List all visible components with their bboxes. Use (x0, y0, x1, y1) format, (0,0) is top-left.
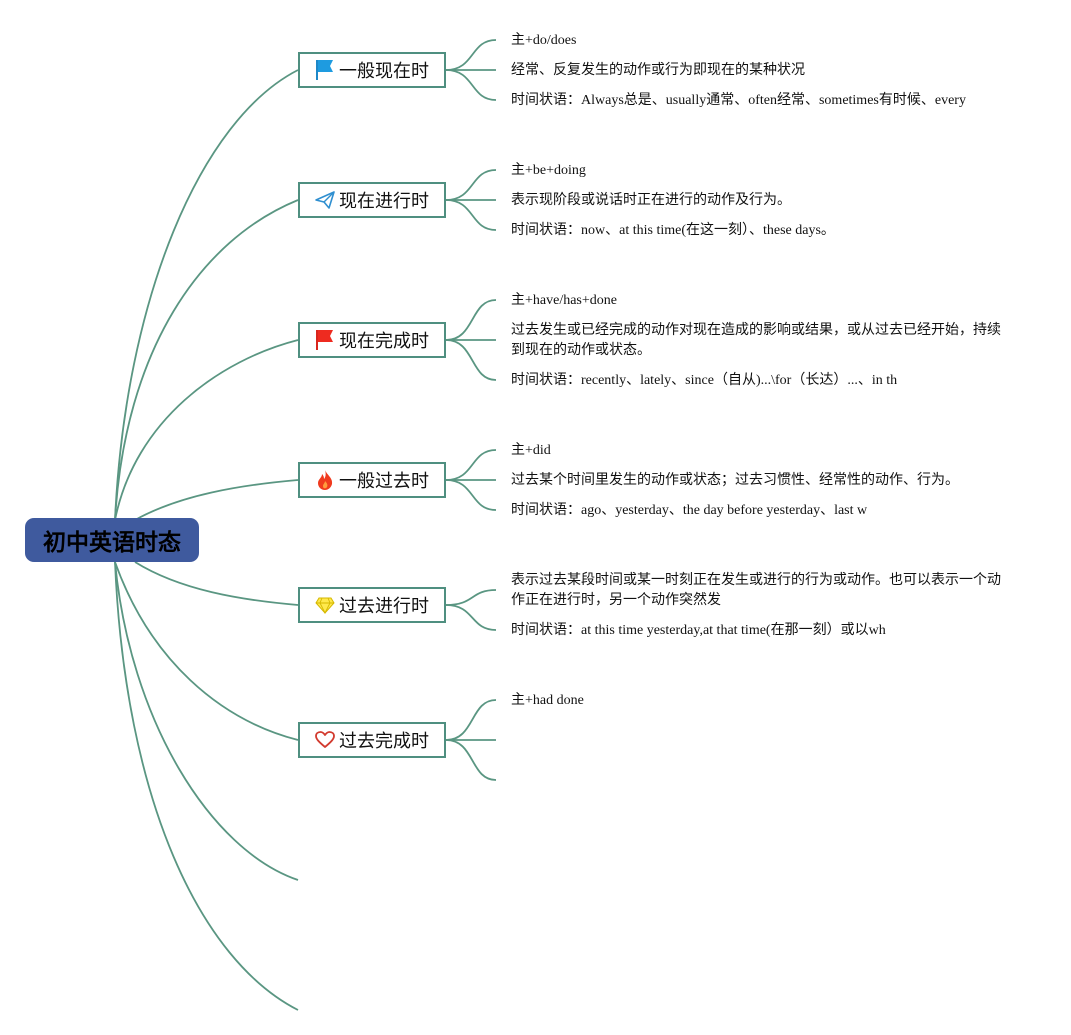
subtopic-item[interactable]: 过去某个时间里发生的动作或状态；过去习惯性、经常性的动作、行为。 (511, 473, 959, 488)
heart-icon (315, 729, 335, 751)
paper-plane-icon (315, 189, 335, 211)
topic-label: 一般现在时 (339, 61, 429, 82)
topic-present-simple[interactable]: 一般现在时 (298, 52, 446, 88)
subtopic-item[interactable]: 过去发生或已经完成的动作对现在造成的影响或结果，或从过去已经开始，持续到现在的动… (511, 323, 1001, 358)
topic-present-perfect[interactable]: 现在完成时 (298, 322, 446, 358)
diamond-icon (315, 594, 335, 616)
subtopic-item[interactable]: 时间状语：Always总是、usually通常、often经常、sometime… (511, 93, 966, 108)
subtopic-item[interactable]: 主+be+doing (511, 163, 586, 178)
topic-label: 过去进行时 (339, 596, 429, 617)
subtopic-item[interactable]: 时间状语：ago、yesterday、the day before yester… (511, 503, 868, 518)
topic-past-simple[interactable]: 一般过去时 (298, 462, 446, 498)
subtopic-item[interactable]: 时间状语：now、at this time(在这一刻）、these days。 (511, 223, 835, 238)
topic-label: 现在完成时 (339, 331, 429, 352)
subtopic-item[interactable]: 主+had done (511, 693, 584, 708)
subtopic-item[interactable]: 时间状语：recently、lately、since（自从)...\for（长达… (511, 373, 898, 388)
subtopic-item[interactable]: 主+do/does (511, 33, 577, 48)
topic-label: 现在进行时 (339, 191, 429, 212)
subtopic-item[interactable]: 主+have/has+done (511, 293, 617, 308)
topic-label: 一般过去时 (339, 471, 429, 492)
red-flag-icon (315, 329, 335, 351)
subtopic-item[interactable]: 经常、反复发生的动作或行为即现在的某种状况 (511, 63, 805, 78)
subtopic-item[interactable]: 主+did (511, 443, 551, 458)
blue-flag-icon (315, 59, 335, 81)
topic-past-perfect[interactable]: 过去完成时 (298, 722, 446, 758)
topic-present-continuous[interactable]: 现在进行时 (298, 182, 446, 218)
topic-past-continuous[interactable]: 过去进行时 (298, 587, 446, 623)
fire-icon (315, 469, 335, 491)
root-topic-label: 初中英语时态 (43, 529, 181, 555)
subtopic-item[interactable]: 时间状语：at this time yesterday,at that time… (511, 623, 886, 638)
topic-label: 过去完成时 (339, 731, 429, 752)
root-topic[interactable]: 初中英语时态 (25, 518, 199, 562)
subtopic-item[interactable]: 表示过去某段时间或某一时刻正在发生或进行的行为或动作。也可以表示一个动作正在进行… (511, 573, 1001, 608)
subtopic-item[interactable]: 表示现阶段或说话时正在进行的动作及行为。 (511, 193, 791, 208)
